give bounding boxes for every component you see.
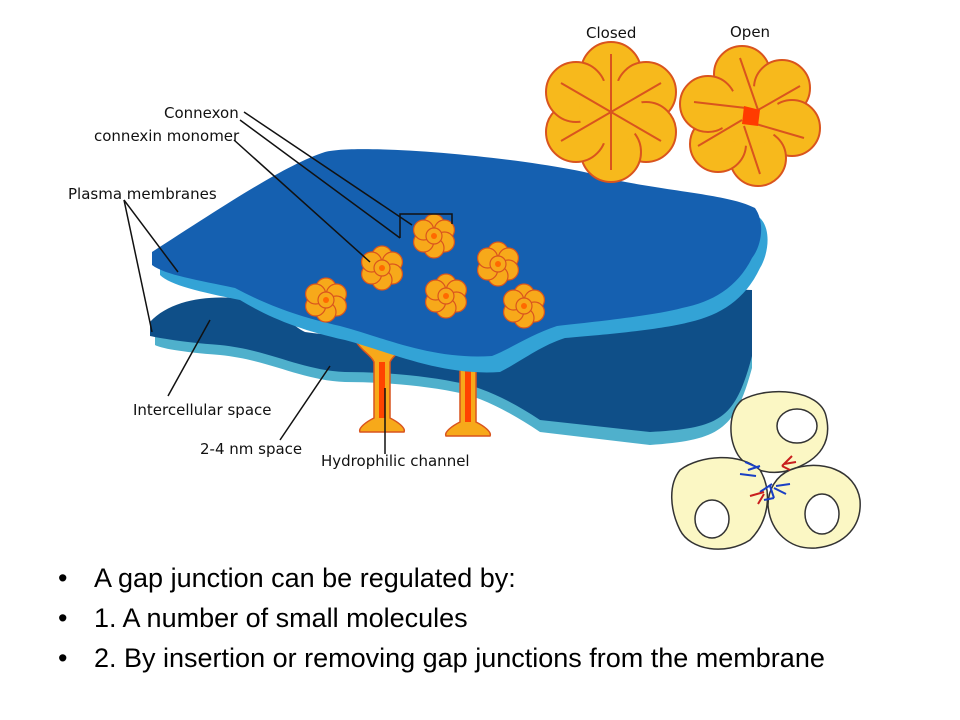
label-connexin-monomer: connexin monomer bbox=[94, 127, 240, 145]
label-open: Open bbox=[730, 23, 770, 41]
bullet-item: A gap junction can be regulated by: bbox=[58, 562, 938, 594]
label-hydrophilic-channel: Hydrophilic channel bbox=[321, 452, 470, 470]
label-nm-space: 2-4 nm space bbox=[200, 440, 302, 458]
channel-right bbox=[439, 323, 497, 437]
bullet-list: A gap junction can be regulated by: 1. A… bbox=[58, 562, 938, 682]
label-connexon: Connexon bbox=[164, 104, 239, 122]
label-closed: Closed bbox=[586, 24, 636, 42]
closed-connexon-icon bbox=[545, 41, 677, 183]
upper-membrane bbox=[152, 149, 768, 373]
channel-left bbox=[353, 319, 411, 433]
leader-lines bbox=[123, 111, 453, 454]
label-plasma-membranes: Plasma membranes bbox=[68, 185, 217, 203]
label-intercellular-space: Intercellular space bbox=[133, 401, 272, 419]
open-connexon-icon bbox=[679, 45, 821, 187]
bullet-item: 2. By insertion or removing gap junction… bbox=[58, 642, 938, 674]
three-cells-illustration bbox=[671, 390, 861, 550]
bullet-item: 1. A number of small molecules bbox=[58, 602, 938, 634]
